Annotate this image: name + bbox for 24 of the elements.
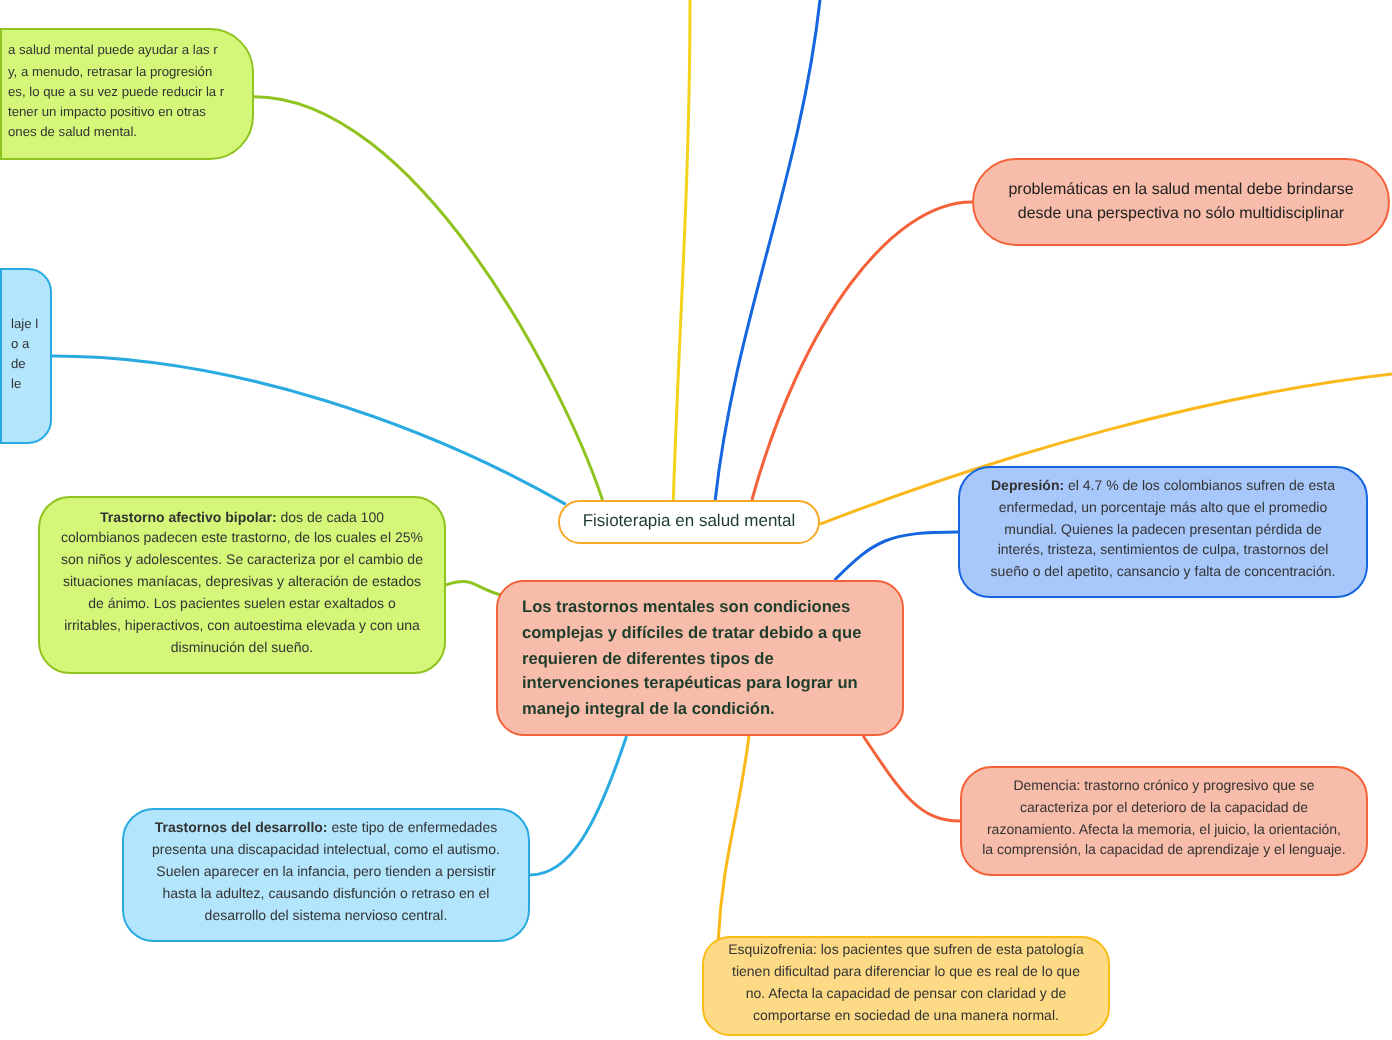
connector-line bbox=[819, 372, 1392, 526]
topic-node bbox=[972, 158, 1390, 246]
connector-line bbox=[833, 530, 958, 582]
subtopic-node bbox=[960, 766, 1368, 876]
subtopic-node bbox=[38, 496, 446, 674]
subtopic-node bbox=[122, 808, 530, 942]
subtopic-node bbox=[702, 936, 1110, 1036]
topic-node bbox=[0, 28, 254, 160]
connector-line bbox=[253, 95, 604, 501]
connector-line bbox=[861, 735, 961, 823]
connector-line bbox=[750, 200, 973, 501]
topic-node bbox=[496, 580, 904, 736]
connector-line bbox=[529, 735, 628, 877]
connector-line bbox=[713, 0, 822, 501]
topic-node bbox=[0, 268, 52, 444]
subtopic-node bbox=[958, 466, 1368, 598]
node-text: Los trastornos mentales son condiciones complejas y difíciles de tratar debido a que requieren de diferentes tipos de intervenciones terapéuticas para lograr un manejo integral de la condición. bbox=[522, 593, 864, 723]
connector-line bbox=[671, 0, 692, 501]
connector-line bbox=[51, 354, 567, 506]
node-text: problemáticas en la salud mental debe brindarse desde una perspectiva no sólo multidisciplinar bbox=[1006, 177, 1356, 226]
connector-line bbox=[716, 735, 751, 940]
connector-line bbox=[445, 580, 505, 598]
node-text: Fisioterapia en salud mental bbox=[582, 508, 796, 535]
central-topic bbox=[558, 500, 820, 544]
